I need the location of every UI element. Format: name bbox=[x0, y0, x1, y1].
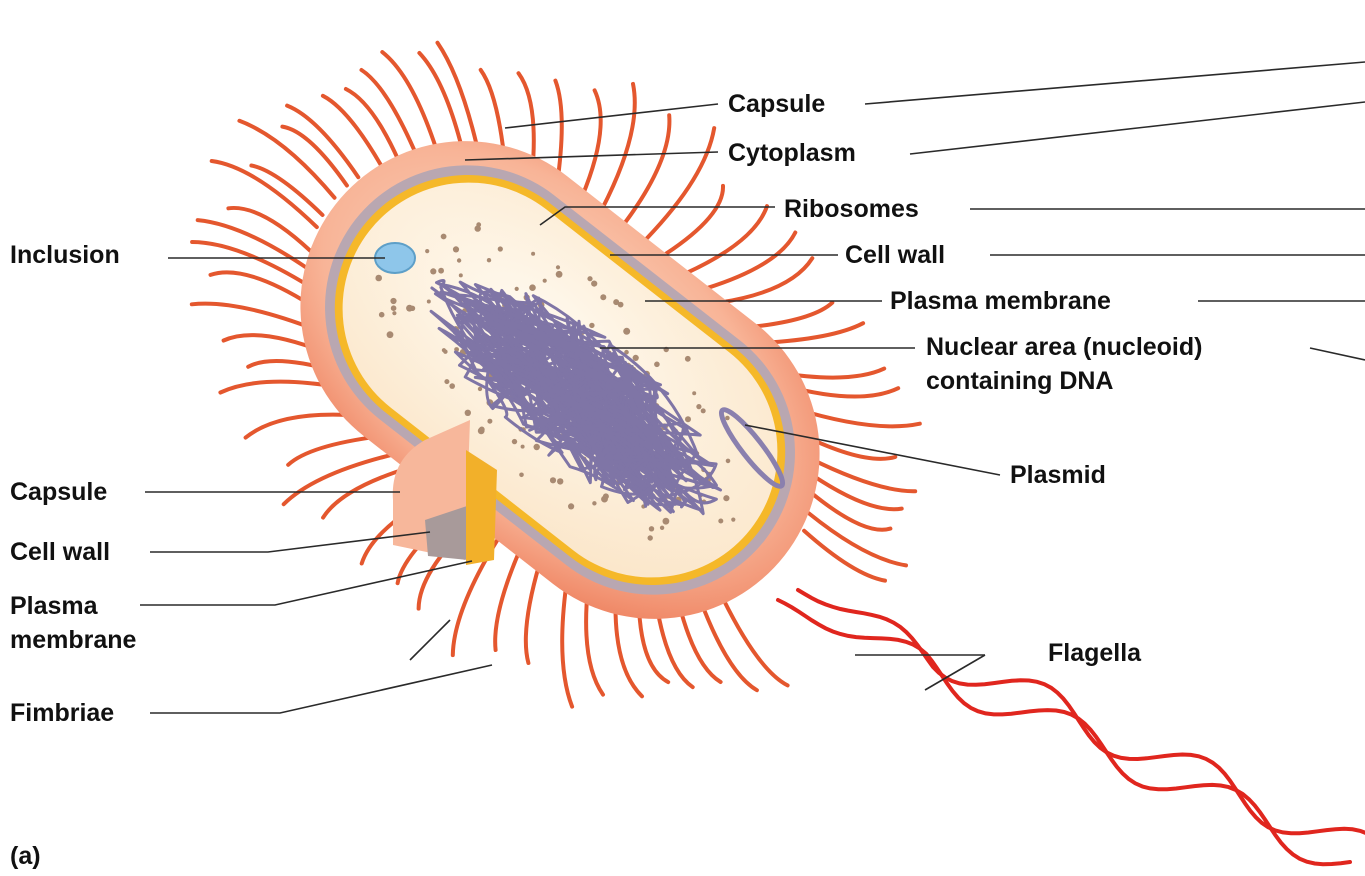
panel-letter: (a) bbox=[10, 842, 41, 871]
fimbria bbox=[666, 186, 723, 254]
ribosome bbox=[725, 416, 730, 421]
fimbria bbox=[192, 242, 308, 286]
label-ribosomes: Ribosomes bbox=[784, 194, 919, 224]
ribosome bbox=[589, 323, 594, 328]
ribosome bbox=[623, 328, 630, 335]
ribosome bbox=[487, 419, 492, 424]
ribosome bbox=[660, 526, 664, 530]
ribosome bbox=[550, 477, 556, 483]
ribosome bbox=[692, 391, 696, 395]
ribosome bbox=[375, 275, 382, 282]
flagella-group bbox=[778, 590, 1365, 864]
fimbria bbox=[723, 599, 787, 685]
ribosome bbox=[556, 271, 563, 278]
ribosome bbox=[726, 459, 731, 464]
ribosome bbox=[601, 496, 608, 503]
ribosome bbox=[406, 305, 413, 312]
ribosome bbox=[591, 281, 597, 287]
ribosome bbox=[498, 246, 503, 251]
ribosome bbox=[515, 287, 519, 291]
ribosome bbox=[648, 535, 653, 540]
label-cytoplasm: Cytoplasm bbox=[728, 138, 856, 168]
ribosome bbox=[613, 299, 619, 305]
ribosome bbox=[718, 519, 723, 524]
ribosome bbox=[427, 300, 431, 304]
ribosome bbox=[443, 350, 447, 354]
ribosome bbox=[592, 501, 596, 505]
ribosome bbox=[568, 503, 574, 509]
ribosome bbox=[587, 276, 592, 281]
ribosome bbox=[379, 312, 385, 318]
label-plasma-membrane-left-line1: Plasma bbox=[10, 591, 98, 621]
ribosome bbox=[534, 444, 540, 450]
ribosome bbox=[519, 473, 524, 478]
ribosome bbox=[649, 526, 654, 531]
ribosome bbox=[529, 284, 536, 291]
label-capsule-left: Capsule bbox=[10, 477, 107, 507]
ribosome bbox=[685, 356, 691, 362]
ribosome bbox=[696, 404, 701, 409]
ribosome bbox=[543, 279, 547, 283]
ribosome bbox=[633, 355, 639, 361]
label-inclusion: Inclusion bbox=[10, 240, 120, 270]
label-fimbriae: Fimbriae bbox=[10, 698, 114, 728]
ribosome bbox=[701, 408, 706, 413]
fimbria bbox=[688, 206, 767, 272]
ribosome bbox=[438, 268, 444, 274]
label-cell-wall-right: Cell wall bbox=[845, 240, 945, 270]
fimbria bbox=[323, 96, 381, 166]
fimbria bbox=[526, 564, 540, 663]
ribosome bbox=[392, 311, 396, 315]
ribosome bbox=[731, 518, 735, 522]
ribosome bbox=[654, 362, 660, 368]
ribosome bbox=[557, 478, 563, 484]
label-plasma-membrane-right: Plasma membrane bbox=[890, 286, 1111, 316]
ribosome bbox=[430, 268, 436, 274]
ribosome bbox=[600, 294, 606, 300]
fimbria bbox=[602, 84, 635, 209]
fimbria bbox=[810, 458, 916, 491]
ribosome bbox=[556, 265, 560, 269]
label-nucleoid-line1: Nuclear area (nucleoid) bbox=[926, 332, 1202, 362]
ribosome bbox=[465, 410, 471, 416]
ribosome bbox=[390, 298, 396, 304]
ribosome bbox=[453, 246, 459, 252]
ribosome bbox=[723, 495, 729, 501]
ribosome bbox=[387, 331, 394, 338]
label-flagella: Flagella bbox=[1048, 638, 1141, 668]
ribosome bbox=[487, 258, 491, 262]
fimbria bbox=[744, 303, 833, 328]
label-plasma-membrane-left-line2: membrane bbox=[10, 625, 136, 655]
ribosome bbox=[441, 234, 447, 240]
ribosome bbox=[457, 258, 461, 262]
ribosome bbox=[663, 518, 670, 525]
label-plasmid: Plasmid bbox=[1010, 460, 1106, 490]
ribosome bbox=[478, 428, 485, 435]
fimbria bbox=[582, 90, 601, 197]
ribosome bbox=[391, 305, 397, 311]
ribosome bbox=[685, 416, 691, 422]
fimbria bbox=[562, 577, 572, 706]
ribosome bbox=[449, 383, 455, 389]
fimbria bbox=[495, 552, 519, 650]
fimbria bbox=[706, 233, 795, 289]
ribosome bbox=[476, 222, 481, 227]
ribosome bbox=[512, 439, 517, 444]
label-nucleoid-line2: containing DNA bbox=[926, 366, 1114, 396]
label-cell-wall-left: Cell wall bbox=[10, 537, 110, 567]
ribosome bbox=[531, 252, 535, 256]
fimbria bbox=[192, 304, 317, 331]
ribosome bbox=[444, 379, 449, 384]
label-capsule-right: Capsule bbox=[728, 89, 825, 119]
ribosome bbox=[459, 273, 463, 277]
ribosome bbox=[425, 249, 429, 253]
ribosome bbox=[521, 445, 525, 449]
